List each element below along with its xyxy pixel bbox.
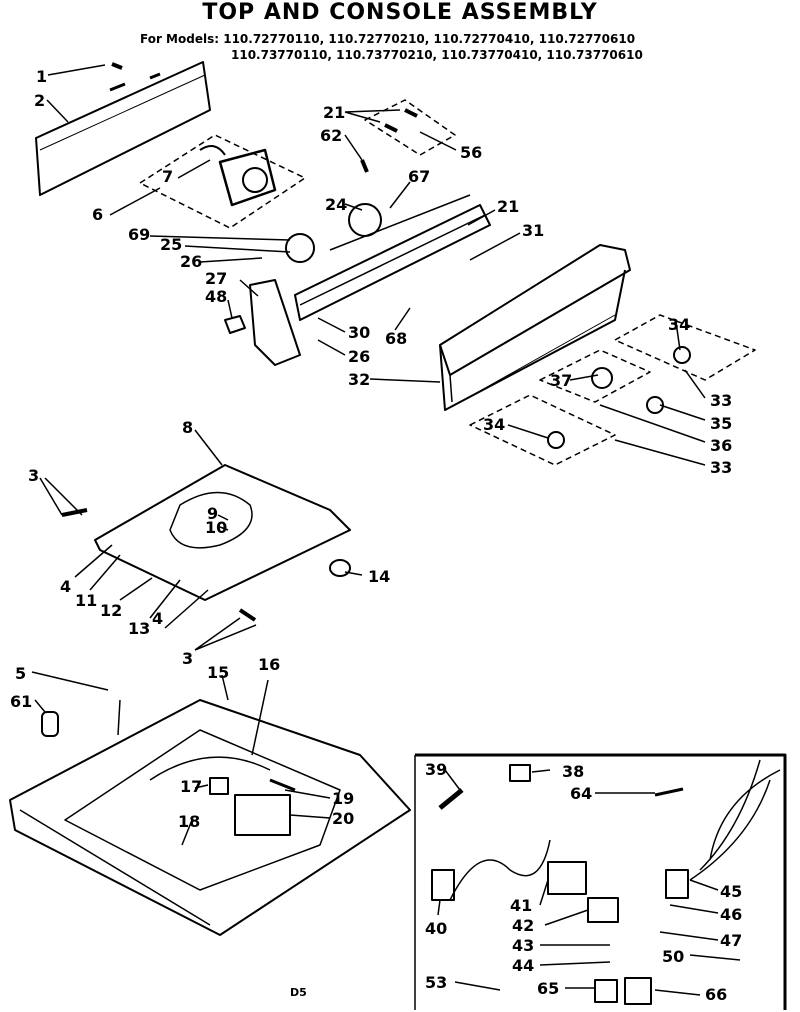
part-end-cap [249, 279, 301, 366]
callout: 50 [662, 947, 684, 966]
callout: 43 [512, 936, 534, 955]
models-prefix: For Models: [140, 32, 220, 46]
callout: 18 [178, 812, 200, 831]
part-timer-motor [199, 145, 277, 207]
callout: 11 [75, 591, 97, 610]
callout: 68 [385, 329, 407, 348]
diagram-title: TOP AND CONSOLE ASSEMBLY [202, 0, 598, 25]
leader-lines [31, 64, 741, 996]
callout: 13 [128, 619, 150, 638]
part-switch-17 [209, 777, 229, 795]
callout: 66 [705, 985, 727, 1004]
models-list-1: 110.72770110, 110.72770210, 110.72770410… [223, 32, 636, 46]
callout: 34 [483, 415, 505, 434]
part-hinge-screws [61, 508, 257, 622]
part-screws-21 [384, 108, 418, 133]
callout: 14 [368, 567, 390, 586]
callout: 40 [425, 919, 447, 938]
callout: 38 [562, 762, 584, 781]
part-screw-62 [360, 159, 369, 173]
callout: 9 [207, 504, 218, 523]
callout: 34 [668, 315, 690, 334]
callout: 6 [92, 205, 103, 224]
callout: 26 [348, 347, 370, 366]
callout: 27 [205, 269, 227, 288]
part-screw-1 [111, 62, 123, 70]
callout: 67 [408, 167, 430, 186]
callout: 8 [182, 418, 193, 437]
callout: 53 [425, 973, 447, 992]
callout: 69 [128, 225, 150, 244]
callout: 56 [460, 143, 482, 162]
part-grommet-61 [41, 711, 59, 737]
callout: 37 [550, 371, 572, 390]
part-harness [449, 759, 781, 901]
page-code: D5 [290, 986, 307, 999]
part-terminal-block [431, 764, 689, 1005]
callout: 21 [497, 197, 519, 216]
callout: 4 [152, 609, 163, 628]
callout: 46 [720, 905, 742, 924]
callout: 2 [34, 91, 45, 110]
callout: 33 [710, 458, 732, 477]
part-console-panel [439, 244, 631, 411]
callout: 7 [162, 167, 173, 186]
callout: 45 [720, 882, 742, 901]
callout: 1 [36, 67, 47, 86]
callout: 10 [205, 518, 227, 537]
callout: 65 [537, 979, 559, 998]
wiring-harness-box [414, 753, 787, 1010]
callout: 20 [332, 809, 354, 828]
part-console-frame [285, 194, 491, 321]
callout: 21 [323, 103, 345, 122]
callout: 12 [100, 601, 122, 620]
callout: 33 [710, 391, 732, 410]
callout: 36 [710, 436, 732, 455]
part-lid [94, 464, 351, 601]
models-line-1: For Models: 110.72770110, 110.72770210, … [140, 32, 635, 46]
part-bumper-14 [329, 559, 351, 577]
callout: 61 [10, 692, 32, 711]
callout: 42 [512, 916, 534, 935]
callout: 5 [15, 664, 26, 683]
callout: 3 [182, 649, 193, 668]
callout: 48 [205, 287, 227, 306]
callout: 19 [332, 789, 354, 808]
callout: 26 [180, 252, 202, 271]
callout: 17 [180, 777, 202, 796]
callout: 25 [160, 235, 182, 254]
callout: 39 [425, 760, 447, 779]
callout: 3 [28, 466, 39, 485]
callout: 35 [710, 414, 732, 433]
callout: 44 [512, 956, 534, 975]
callout: 16 [258, 655, 280, 674]
callout: 24 [325, 195, 347, 214]
callout: 62 [320, 126, 342, 145]
callout: 47 [720, 931, 742, 950]
models-line-2: 110.73770110, 110.73770210, 110.73770410… [231, 48, 643, 62]
part-rear-panel [35, 61, 211, 196]
callout: 41 [510, 896, 532, 915]
part-knobs [547, 346, 691, 449]
callout: 32 [348, 370, 370, 389]
part-lid-switch [234, 778, 296, 836]
callout: 15 [207, 663, 229, 682]
callout: 4 [60, 577, 71, 596]
part-timer-dashed-box [139, 134, 306, 229]
callout: 31 [522, 221, 544, 240]
callout: 30 [348, 323, 370, 342]
part-clip-48 [224, 315, 246, 334]
callout: 64 [570, 784, 592, 803]
